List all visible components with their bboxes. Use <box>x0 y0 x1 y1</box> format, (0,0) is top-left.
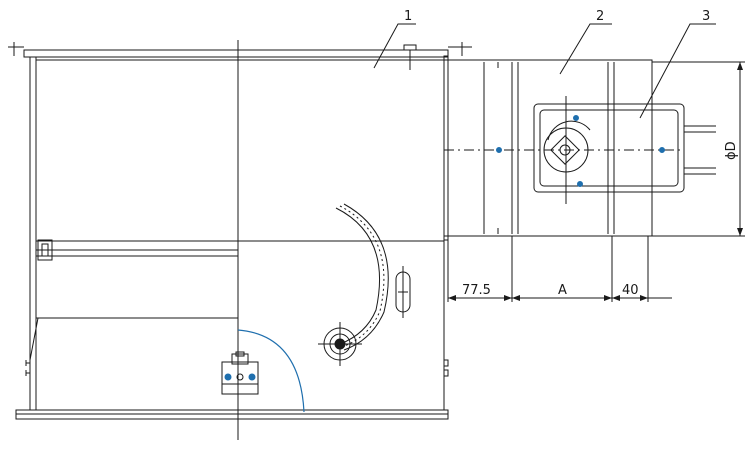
clamp-nut <box>235 351 245 357</box>
inspection-slot <box>395 266 411 318</box>
callout-1: 1 <box>404 9 412 24</box>
arrow-2 <box>504 295 512 301</box>
cradle-bracket <box>37 239 53 261</box>
leader-1 <box>373 23 416 69</box>
cradle-bracket-inner <box>41 243 49 257</box>
cable-upper <box>684 125 716 133</box>
callout-3: 3 <box>702 9 710 24</box>
clamp-bolt-center <box>236 373 244 381</box>
spigot-axis-dot <box>496 147 502 153</box>
clamp-bolt-left <box>224 373 232 381</box>
actuator-screw-1 <box>573 115 579 121</box>
curved-guide <box>318 203 389 366</box>
clamp-top <box>231 353 249 365</box>
arrow-3 <box>512 295 520 301</box>
callout-2: 2 <box>596 9 604 24</box>
clamp-bolt-right <box>248 373 256 381</box>
cradle-leg <box>29 317 39 410</box>
actuator-outer <box>533 103 685 193</box>
blue-cable <box>237 329 305 413</box>
spigot-collar <box>443 55 449 241</box>
arrowheads <box>448 62 743 301</box>
actuator-screw-3 <box>659 147 665 153</box>
right-top-tab <box>448 42 472 56</box>
actuator <box>533 96 716 204</box>
top-flange <box>23 49 449 58</box>
housing <box>8 42 472 420</box>
arrow-dia-top <box>737 62 743 70</box>
guide-dashed <box>339 205 385 348</box>
left-latch <box>25 360 30 376</box>
top-rivet <box>403 44 417 51</box>
arrow-dia-bottom <box>737 228 743 236</box>
dim-label-77-5: 77.5 <box>462 283 491 298</box>
dimensions <box>447 61 745 302</box>
arrow-6 <box>640 295 648 301</box>
housing-body <box>29 56 445 411</box>
actuator-screw-2 <box>577 181 583 187</box>
duct-spigot <box>443 55 680 241</box>
left-top-tab <box>8 42 24 56</box>
actuator-shaft-clamp <box>550 135 580 165</box>
guide-inner <box>343 203 389 351</box>
leader-3 <box>639 23 716 119</box>
arrow-5 <box>612 295 620 301</box>
cradle-box <box>35 249 239 319</box>
left-cradle <box>25 239 239 410</box>
leaders <box>373 23 716 119</box>
leader-2 <box>559 23 612 75</box>
cable-lower <box>684 167 716 175</box>
clamp-body <box>221 361 259 395</box>
arrow-1 <box>448 295 456 301</box>
dim-label-40: 40 <box>622 283 639 298</box>
spigot-body <box>443 59 653 237</box>
dim-label-a: A <box>558 283 567 298</box>
right-latch <box>444 359 449 377</box>
guide-outer <box>335 207 380 345</box>
actuator-shaft <box>559 144 571 156</box>
dim-label-diameter: ϕD <box>724 141 739 160</box>
actuator-inner <box>539 109 679 187</box>
arrow-4 <box>604 295 612 301</box>
bottom-clamp <box>221 351 259 395</box>
